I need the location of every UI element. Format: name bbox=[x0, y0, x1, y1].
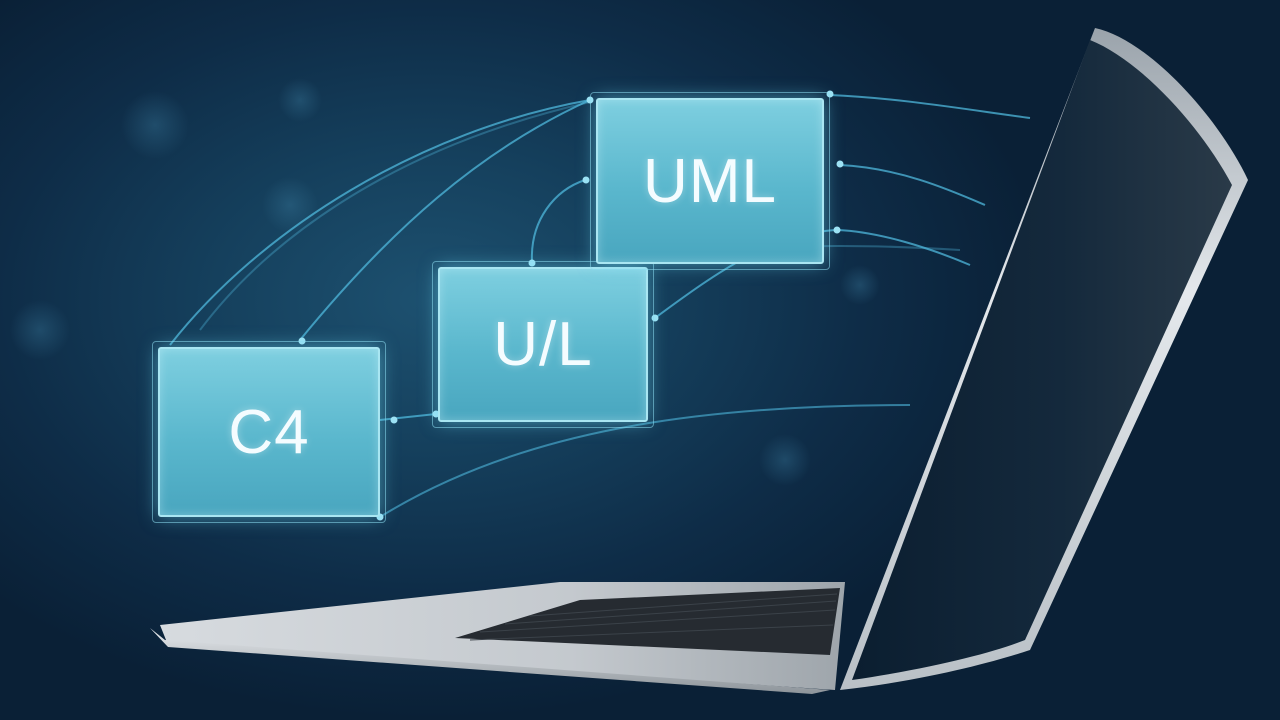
c4-card: C4 bbox=[152, 341, 386, 523]
uml-label: UML bbox=[643, 146, 777, 216]
bokeh-dot bbox=[840, 265, 880, 305]
connector-nodes bbox=[298, 90, 844, 521]
bokeh-dot bbox=[10, 300, 70, 360]
bokeh-dot bbox=[759, 434, 811, 486]
uil-label: U/L bbox=[493, 310, 593, 379]
bokeh-dot bbox=[121, 91, 189, 159]
laptop-base bbox=[150, 582, 845, 694]
uil-card: U/L bbox=[432, 261, 654, 428]
c4-label: C4 bbox=[228, 397, 310, 467]
bokeh-dot bbox=[278, 78, 322, 122]
laptop-lid bbox=[840, 28, 1248, 690]
uml-card: UML bbox=[590, 92, 830, 270]
